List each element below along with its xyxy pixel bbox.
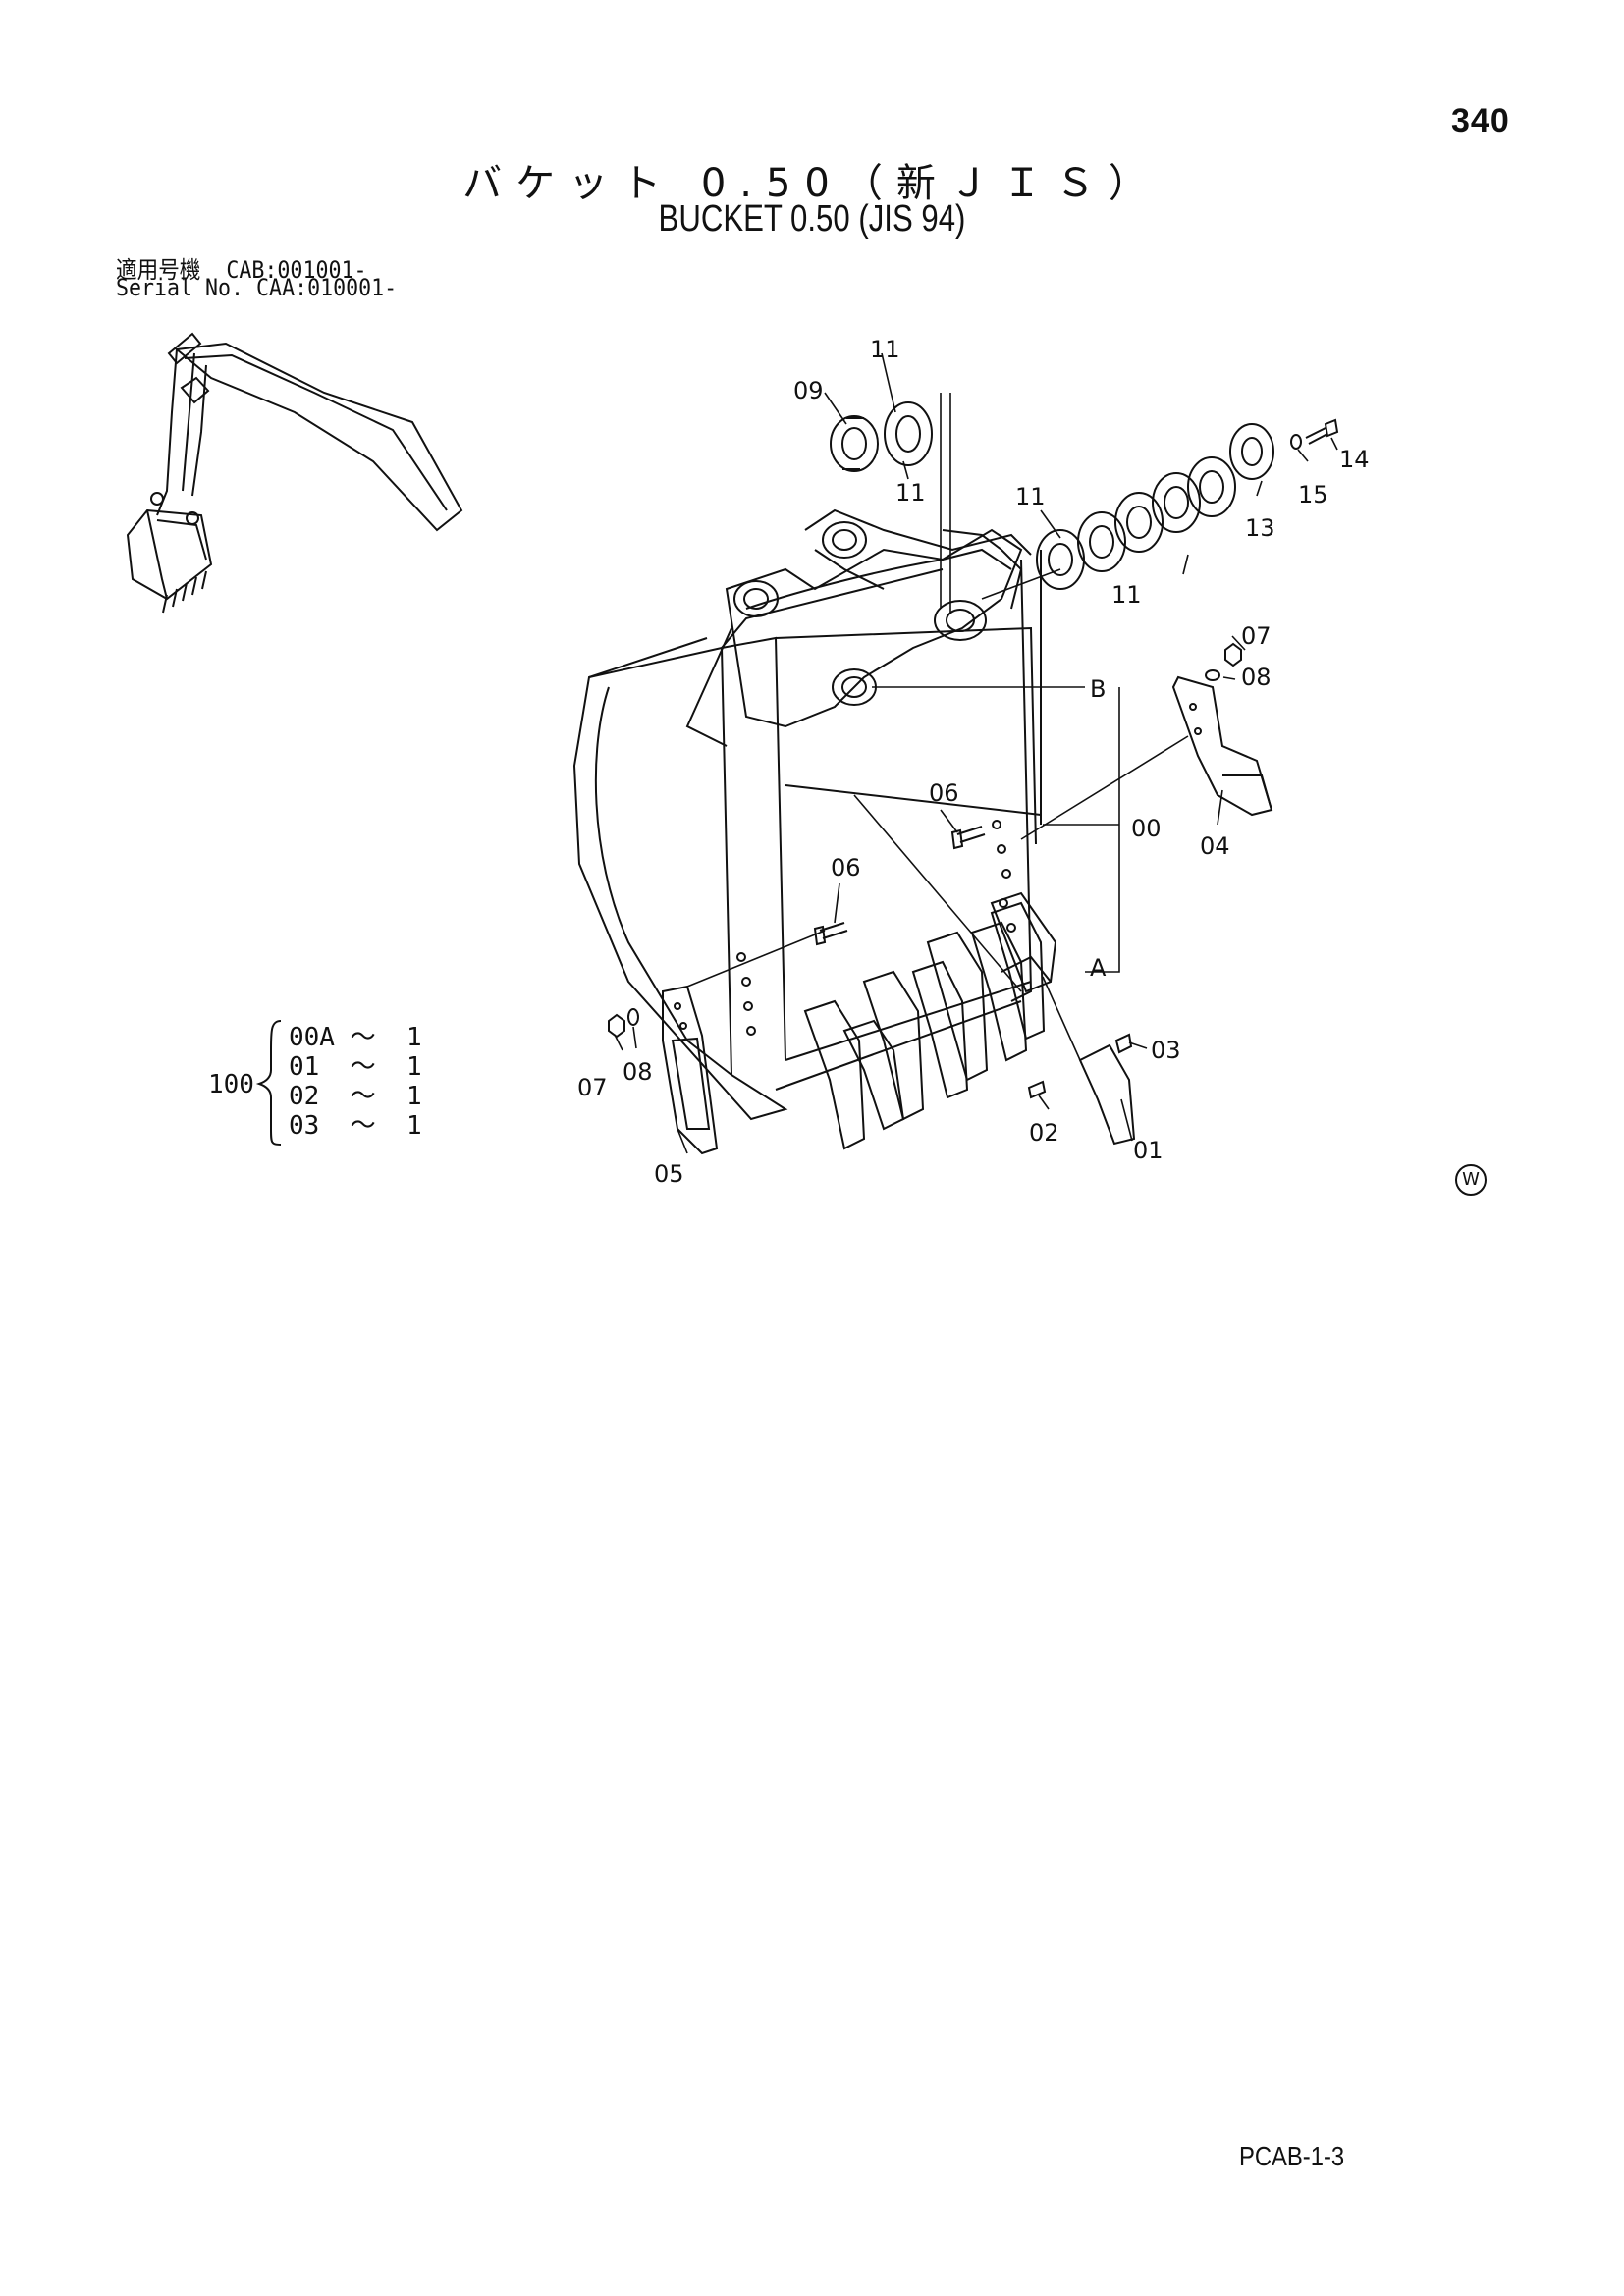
- callout-06-lower: 06: [831, 854, 861, 881]
- callout-14: 14: [1339, 446, 1370, 473]
- callout-labels: 11 09 11 11 11 13 15 14 07 08 B 06 00 04…: [577, 336, 1370, 1188]
- callout-11-stack: 11: [1015, 483, 1046, 510]
- bolt-part-06-left: [813, 922, 848, 946]
- nut-part-07-left: [608, 1013, 625, 1039]
- kit-row: 02 ～ 1: [289, 1076, 422, 1112]
- page-title-japanese: バケット 0.50（新ＪＩＳ）: [462, 161, 1162, 206]
- callout-03: 03: [1151, 1037, 1181, 1064]
- callout-01: 01: [1133, 1137, 1164, 1164]
- callout-08-left: 08: [623, 1058, 653, 1086]
- bolt-part-14: [1305, 418, 1339, 445]
- w-symbol-icon: W: [1455, 1164, 1487, 1196]
- leader-lines: [614, 352, 1338, 1154]
- nut-part-07-right: [1224, 642, 1242, 667]
- kit-qty: 1: [406, 1082, 422, 1111]
- callout-06-upper: 06: [929, 779, 959, 807]
- seal-part-09: [830, 415, 879, 472]
- callout-13: 13: [1245, 514, 1275, 542]
- bolt-part-06-right: [950, 826, 986, 850]
- callout-15: 15: [1298, 481, 1328, 508]
- callout-02: 02: [1029, 1119, 1059, 1147]
- applicability-value-cab: CAB:001001-: [226, 256, 367, 284]
- washer-part-08-right: [1205, 669, 1220, 681]
- shim-stack-11: [1036, 456, 1236, 590]
- kit-sep: ～: [350, 1082, 376, 1111]
- kit-row: 03 ～ 1: [289, 1105, 422, 1142]
- side-cutter-part-04: [1171, 675, 1273, 817]
- kit-qty: 1: [406, 1052, 422, 1082]
- callout-05: 05: [654, 1160, 684, 1188]
- bucket-body: [572, 508, 1042, 1121]
- kit-qty: 1: [406, 1023, 422, 1052]
- kit-sep: ～: [350, 1052, 376, 1082]
- kit-row: 01 ～ 1: [289, 1046, 422, 1083]
- washer-part-15: [1290, 434, 1302, 450]
- applicability-label-serial: Serial No.: [116, 274, 244, 301]
- kit-number: 100: [208, 1070, 254, 1099]
- side-cutter-part-05: [662, 985, 719, 1155]
- applicability-row-en: Serial No. CAA:010001-: [116, 274, 397, 301]
- kit-sep: ～: [350, 1111, 376, 1141]
- kit-part: 01: [289, 1052, 320, 1082]
- excavator-thumbnail-icon: [126, 332, 463, 614]
- lock-part-03: [1114, 1033, 1133, 1054]
- callout-A: A: [1090, 954, 1107, 982]
- kit-part: 00A: [289, 1023, 335, 1052]
- callout-07-left: 07: [577, 1074, 608, 1101]
- page-title-english: BUCKET 0.50 (JIS 94): [658, 198, 966, 240]
- applicability-row-ja: 適用号機 CAB:001001-: [116, 250, 366, 285]
- kit-sep: ～: [350, 1023, 376, 1052]
- callout-11-top: 11: [870, 336, 900, 363]
- plate-part-13: [1229, 423, 1274, 480]
- kit-brace: [255, 1020, 282, 1146]
- exploded-parts: [608, 401, 1339, 1155]
- washer-part-08-left: [627, 1008, 639, 1026]
- kit-part: 03: [289, 1111, 320, 1141]
- callout-07-right: 07: [1241, 622, 1272, 650]
- callout-09: 09: [793, 377, 824, 404]
- kit-qty: 1: [406, 1111, 422, 1141]
- callout-08-right: 08: [1241, 664, 1272, 691]
- footer-code: PCAB-1-3: [1239, 2141, 1345, 2171]
- applicability-label-ja: 適用号機: [116, 256, 201, 284]
- callout-00: 00: [1131, 815, 1162, 842]
- callout-11-lower: 11: [1111, 581, 1142, 609]
- pin-part-02: [1027, 1080, 1047, 1099]
- applicability-value-caa: CAA:010001-: [256, 274, 398, 301]
- bucket-teeth: [803, 891, 1057, 1150]
- shim-part-11-top: [884, 401, 933, 466]
- callout-B: B: [1090, 675, 1106, 703]
- kit-row: 00A ～ 1: [289, 1017, 422, 1053]
- page-number: 340: [1451, 102, 1510, 139]
- kit-part: 02: [289, 1082, 320, 1111]
- tooth-part-01: [1078, 1043, 1136, 1146]
- callout-11-mid: 11: [895, 479, 926, 507]
- callout-04: 04: [1200, 832, 1230, 860]
